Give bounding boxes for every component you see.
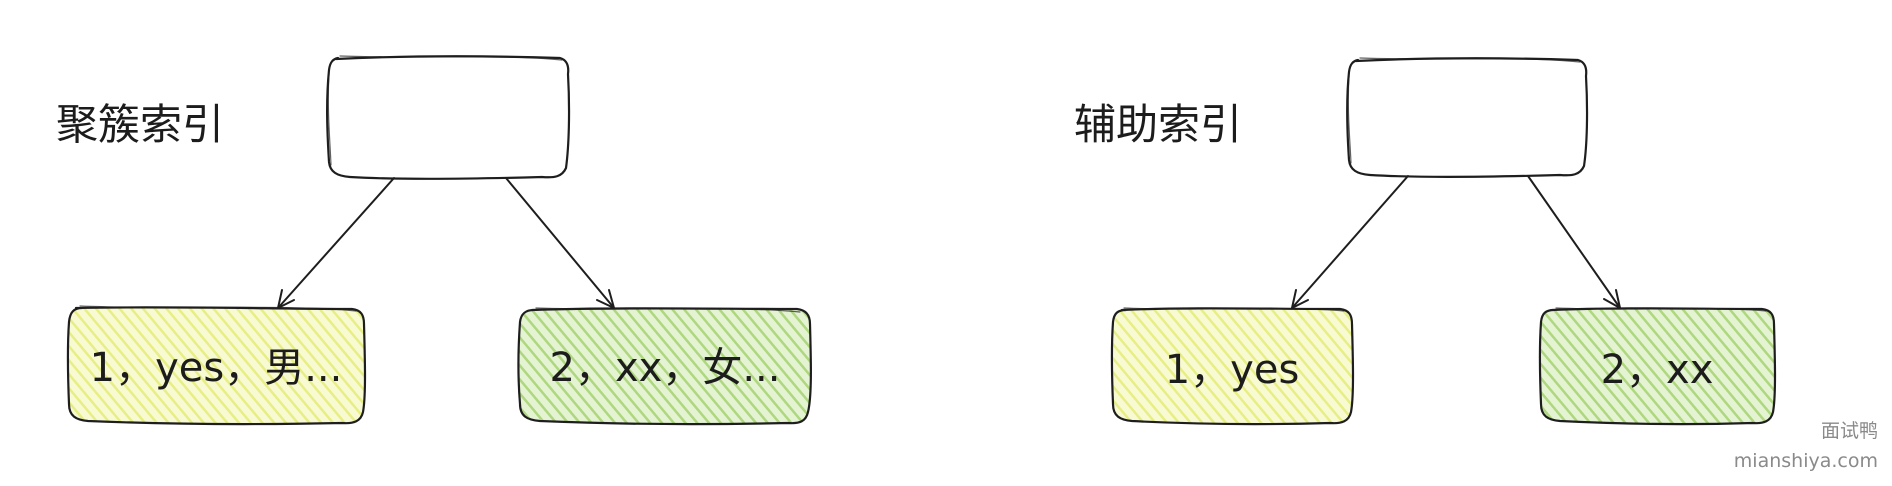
edge-root-to-leaf-1 bbox=[1291, 175, 1409, 309]
edge-root-to-leaf-2 bbox=[1527, 175, 1621, 309]
secondary-leaf-1-label: 1，yes bbox=[1164, 347, 1300, 393]
clustered-index-title: 聚簇索引 bbox=[56, 100, 225, 149]
secondary-index-diagram bbox=[1110, 57, 1777, 426]
secondary-index-title: 辅助索引 bbox=[1074, 100, 1243, 149]
root-node bbox=[1346, 57, 1589, 178]
leaf-node-1 bbox=[1110, 307, 1355, 426]
secondary-leaf-2-label: 2，xx bbox=[1600, 347, 1714, 393]
clustered-leaf-2-label: 2，xx，女... bbox=[549, 345, 781, 391]
leaf-node-2 bbox=[517, 307, 812, 426]
edge-root-to-leaf-2 bbox=[505, 177, 615, 309]
leaf-node-2 bbox=[1538, 307, 1777, 426]
watermark-brand: 面试鸭 bbox=[1820, 420, 1878, 442]
clustered-index-diagram bbox=[66, 55, 812, 426]
leaf-node-1 bbox=[66, 305, 367, 426]
watermark-url: mianshiya.com bbox=[1733, 450, 1878, 472]
clustered-leaf-1-label: 1，yes，男... bbox=[89, 345, 343, 391]
root-node bbox=[326, 55, 571, 180]
edge-root-to-leaf-1 bbox=[277, 177, 395, 309]
